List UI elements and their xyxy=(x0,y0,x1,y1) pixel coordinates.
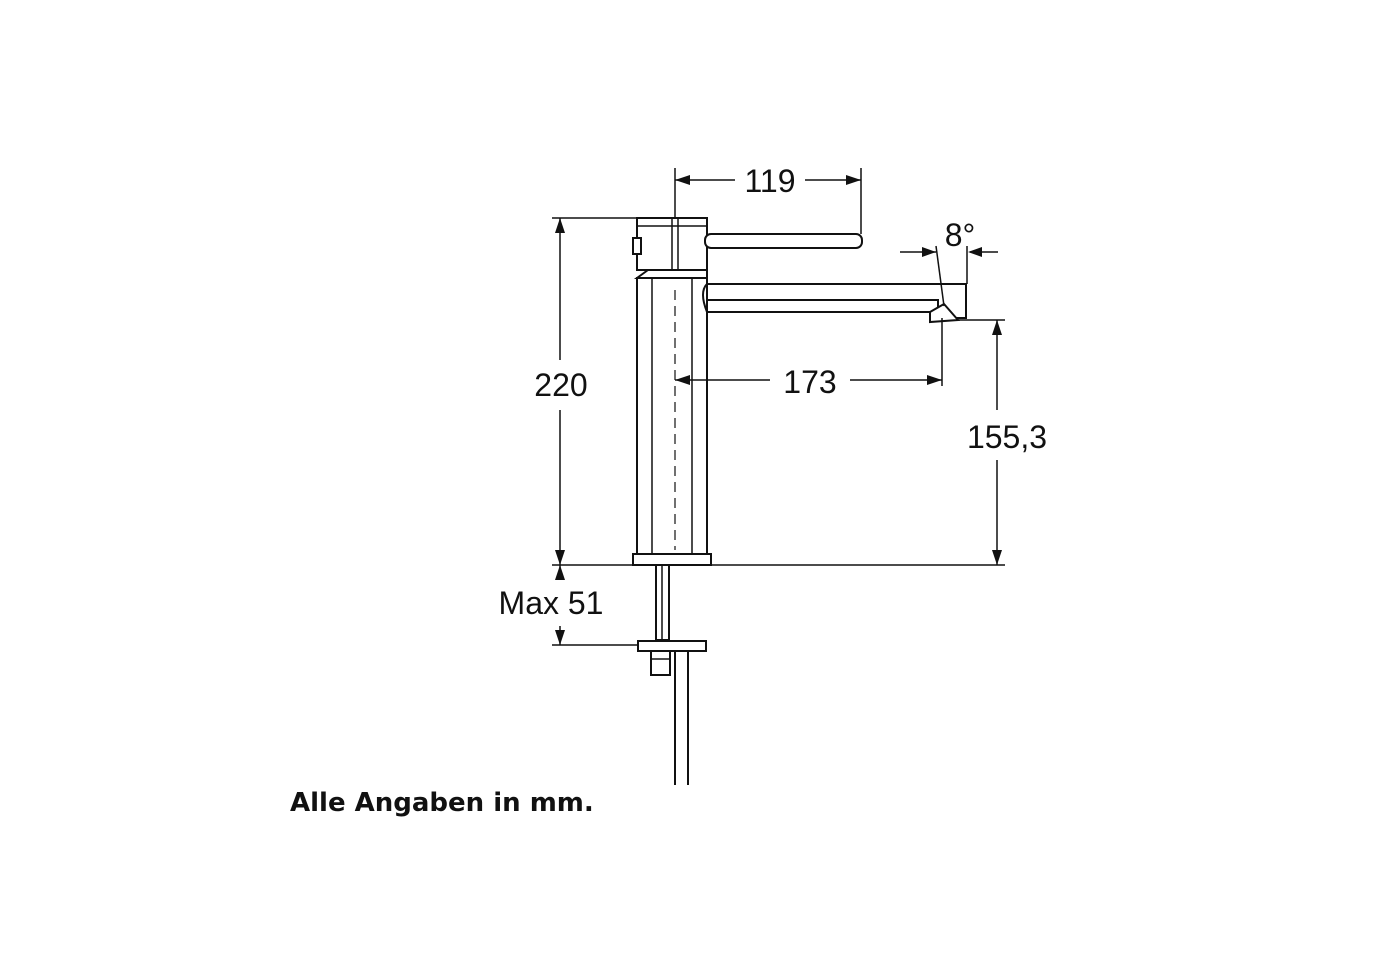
dimension-173: 173 xyxy=(675,318,943,400)
mounting-shank xyxy=(637,564,707,785)
faucet-body xyxy=(632,217,712,566)
dimension-155-3: 155,3 xyxy=(711,319,1047,566)
dimension-max-51-label: Max 51 xyxy=(499,585,604,621)
dimension-8-deg: 8° xyxy=(900,217,998,307)
lever-handle xyxy=(704,233,863,249)
dimension-max-51: Max 51 xyxy=(499,565,638,646)
units-footnote: Alle Angaben in mm. xyxy=(290,788,594,818)
dimension-173-label: 173 xyxy=(783,364,836,400)
dimension-119: 119 xyxy=(674,163,862,234)
dimension-119-label: 119 xyxy=(744,163,795,199)
spout xyxy=(702,283,967,324)
dimension-220: 220 xyxy=(534,217,637,566)
dimension-155-3-label: 155,3 xyxy=(967,419,1047,455)
dimension-8-deg-label: 8° xyxy=(945,217,976,253)
dimension-220-label: 220 xyxy=(534,367,587,403)
